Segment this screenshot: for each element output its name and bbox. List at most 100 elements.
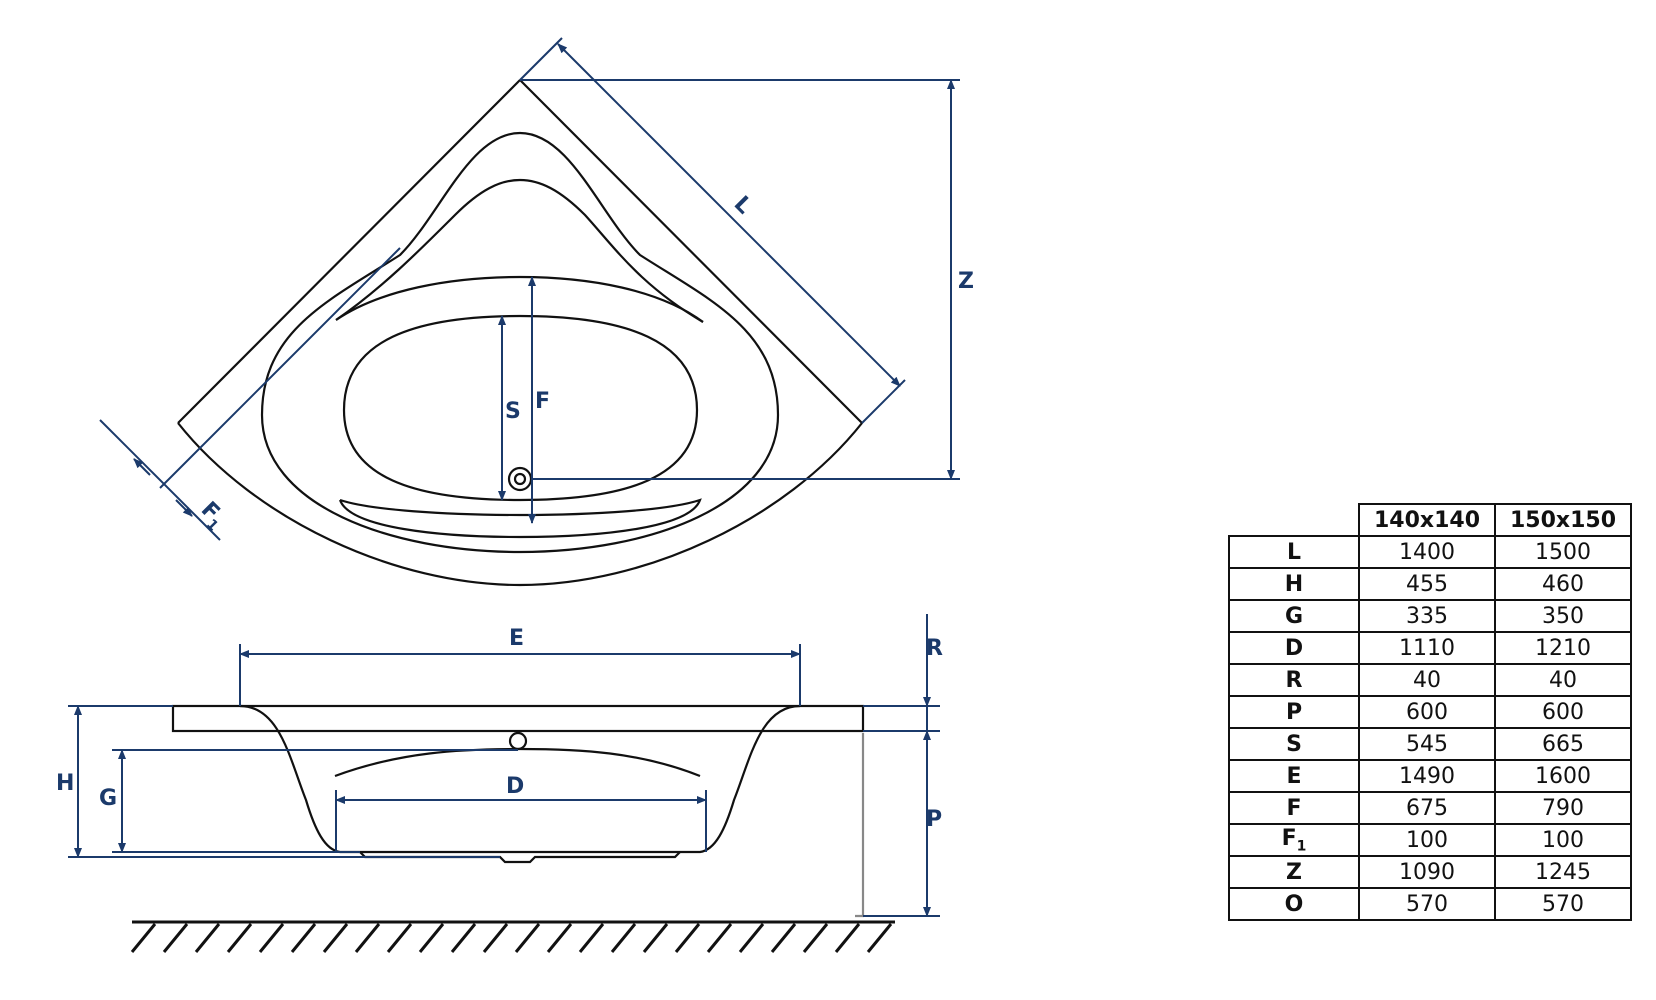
value-cell: 1500: [1494, 535, 1632, 569]
tub-rim-right-edge: [519, 79, 863, 424]
param-letter: D: [1284, 635, 1304, 661]
dim-L-ext-top: [519, 37, 563, 81]
param-cell: P: [1228, 695, 1360, 729]
table-corner: [1229, 504, 1360, 537]
side-view-dimensions: [68, 614, 940, 917]
tub-side-body: [239, 704, 801, 854]
dim-L-line: [557, 43, 901, 387]
tub-front-seat: [338, 498, 702, 539]
param-letter: G: [1284, 603, 1304, 629]
param-subscript: 1: [1296, 838, 1307, 855]
value-cell: 570: [1358, 887, 1496, 921]
value-cell: 455: [1358, 567, 1496, 601]
tub-rim-left-edge: [177, 79, 521, 424]
label-S: S: [505, 399, 521, 424]
value-cell: 1090: [1358, 855, 1496, 889]
value-cell: 100: [1494, 823, 1632, 857]
param-cell: O: [1228, 887, 1360, 921]
value-cell: 1490: [1358, 759, 1496, 793]
param-cell: E: [1228, 759, 1360, 793]
param-cell: D: [1228, 631, 1360, 665]
value-cell: 350: [1494, 599, 1632, 633]
value-cell: 40: [1494, 663, 1632, 697]
value-cell: 665: [1494, 727, 1632, 761]
label-D: D: [506, 774, 524, 799]
dim-L-ext-bottom: [861, 379, 906, 424]
dim-F1-arrow-a: [133, 458, 151, 476]
dim-F1-ext: [99, 419, 221, 541]
label-P: P: [926, 807, 942, 832]
param-cell: S: [1228, 727, 1360, 761]
param-cell: Z: [1228, 855, 1360, 889]
tub-front-arc: [177, 422, 863, 587]
column-header: 150x150: [1494, 503, 1632, 537]
support-leg: [855, 733, 865, 918]
label-H: H: [56, 771, 74, 796]
param-letter: L: [1286, 539, 1302, 565]
dim-F1-guide: [159, 247, 401, 489]
param-letter: E: [1286, 763, 1302, 789]
label-F: F: [535, 389, 550, 414]
label-R: R: [926, 636, 943, 661]
value-cell: 545: [1358, 727, 1496, 761]
value-cell: 675: [1358, 791, 1496, 825]
param-letter: O: [1284, 891, 1304, 917]
table-header-row: 140x140 150x150: [1229, 503, 1632, 537]
label-L: L: [729, 192, 757, 220]
dim-F1-arrow-b: [175, 499, 193, 517]
label-Z: Z: [958, 269, 974, 294]
label-G: G: [99, 786, 117, 811]
param-letter: R: [1285, 667, 1303, 693]
value-cell: 600: [1494, 695, 1632, 729]
param-letter: F: [1286, 795, 1302, 821]
drain-outer: [507, 466, 533, 492]
column-header: 140x140: [1358, 503, 1496, 537]
param-cell: G: [1228, 599, 1360, 633]
value-cell: 600: [1358, 695, 1496, 729]
value-cell: 460: [1494, 567, 1632, 601]
param-letter: H: [1284, 571, 1304, 597]
value-cell: 1245: [1494, 855, 1632, 889]
tub-side-rim: [171, 704, 865, 733]
overflow-hole: [508, 731, 528, 751]
value-cell: 790: [1494, 791, 1632, 825]
value-cell: 335: [1358, 599, 1496, 633]
value-cell: 40: [1358, 663, 1496, 697]
param-cell: R: [1228, 663, 1360, 697]
label-E: E: [509, 626, 524, 651]
param-letter: Z: [1286, 859, 1302, 885]
top-view-dimensions: [99, 37, 960, 541]
param-cell: H: [1228, 567, 1360, 601]
param-letter: F: [1281, 825, 1297, 851]
tub-side-seat: [334, 747, 701, 778]
param-cell: F1: [1228, 823, 1360, 857]
drain-inner: [513, 472, 527, 486]
param-cell: F: [1228, 791, 1360, 825]
value-cell: 1400: [1358, 535, 1496, 569]
value-cell: 1210: [1494, 631, 1632, 665]
param-cell: L: [1228, 535, 1360, 569]
value-cell: 570: [1494, 887, 1632, 921]
param-letter: P: [1285, 699, 1303, 725]
side-view: [171, 704, 865, 918]
tub-headrest: [335, 178, 704, 323]
value-cell: 1600: [1494, 759, 1632, 793]
param-letter: S: [1286, 731, 1302, 757]
value-cell: 100: [1358, 823, 1496, 857]
value-cell: 1110: [1358, 631, 1496, 665]
floor-hatch: [130, 920, 895, 953]
label-F1: F 1: [196, 497, 224, 534]
